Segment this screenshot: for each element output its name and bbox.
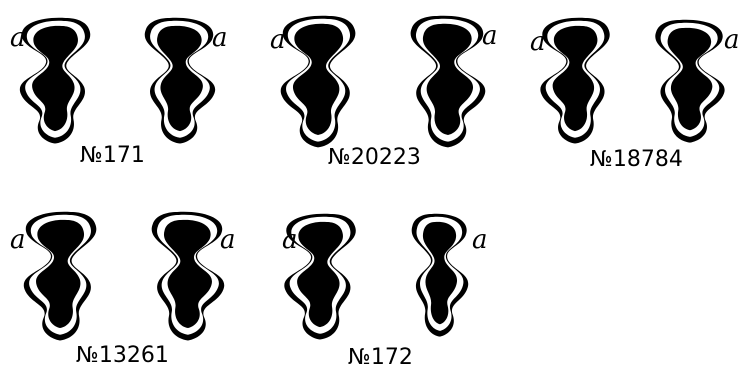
specimen-label: №20223 (328, 145, 421, 170)
tooth-section-right (411, 213, 469, 337)
side-letter: a (724, 25, 740, 55)
specimen-label: №171 (80, 143, 145, 168)
specimen-label: №13261 (76, 343, 169, 368)
specimen-label: №18784 (590, 147, 683, 172)
side-letter: a (220, 225, 236, 255)
specimen-label: №172 (348, 345, 413, 370)
specimen-group-20223: a a №20223 (270, 15, 498, 170)
side-letter: a (282, 225, 298, 255)
tooth-section-right (144, 17, 216, 144)
tooth-section-left (19, 17, 91, 144)
side-letter: a (530, 27, 546, 57)
side-letter: a (212, 23, 228, 53)
side-letter: a (482, 21, 498, 51)
specimen-group-13261: a a №13261 (10, 211, 236, 368)
tooth-section-left (23, 211, 97, 341)
tooth-section-left (280, 15, 356, 148)
tooth-section-right (151, 211, 225, 341)
specimen-group-171: a a №171 (10, 17, 228, 168)
side-letter: a (270, 25, 286, 55)
specimen-group-172: a a №172 (282, 213, 488, 370)
tooth-section-right (655, 19, 725, 143)
side-letter: a (10, 23, 26, 53)
side-letter: a (472, 225, 488, 255)
tooth-section-left (540, 17, 610, 144)
tooth-section-right (410, 15, 486, 148)
side-letter: a (10, 225, 26, 255)
specimen-group-18784: a a №18784 (530, 17, 740, 172)
